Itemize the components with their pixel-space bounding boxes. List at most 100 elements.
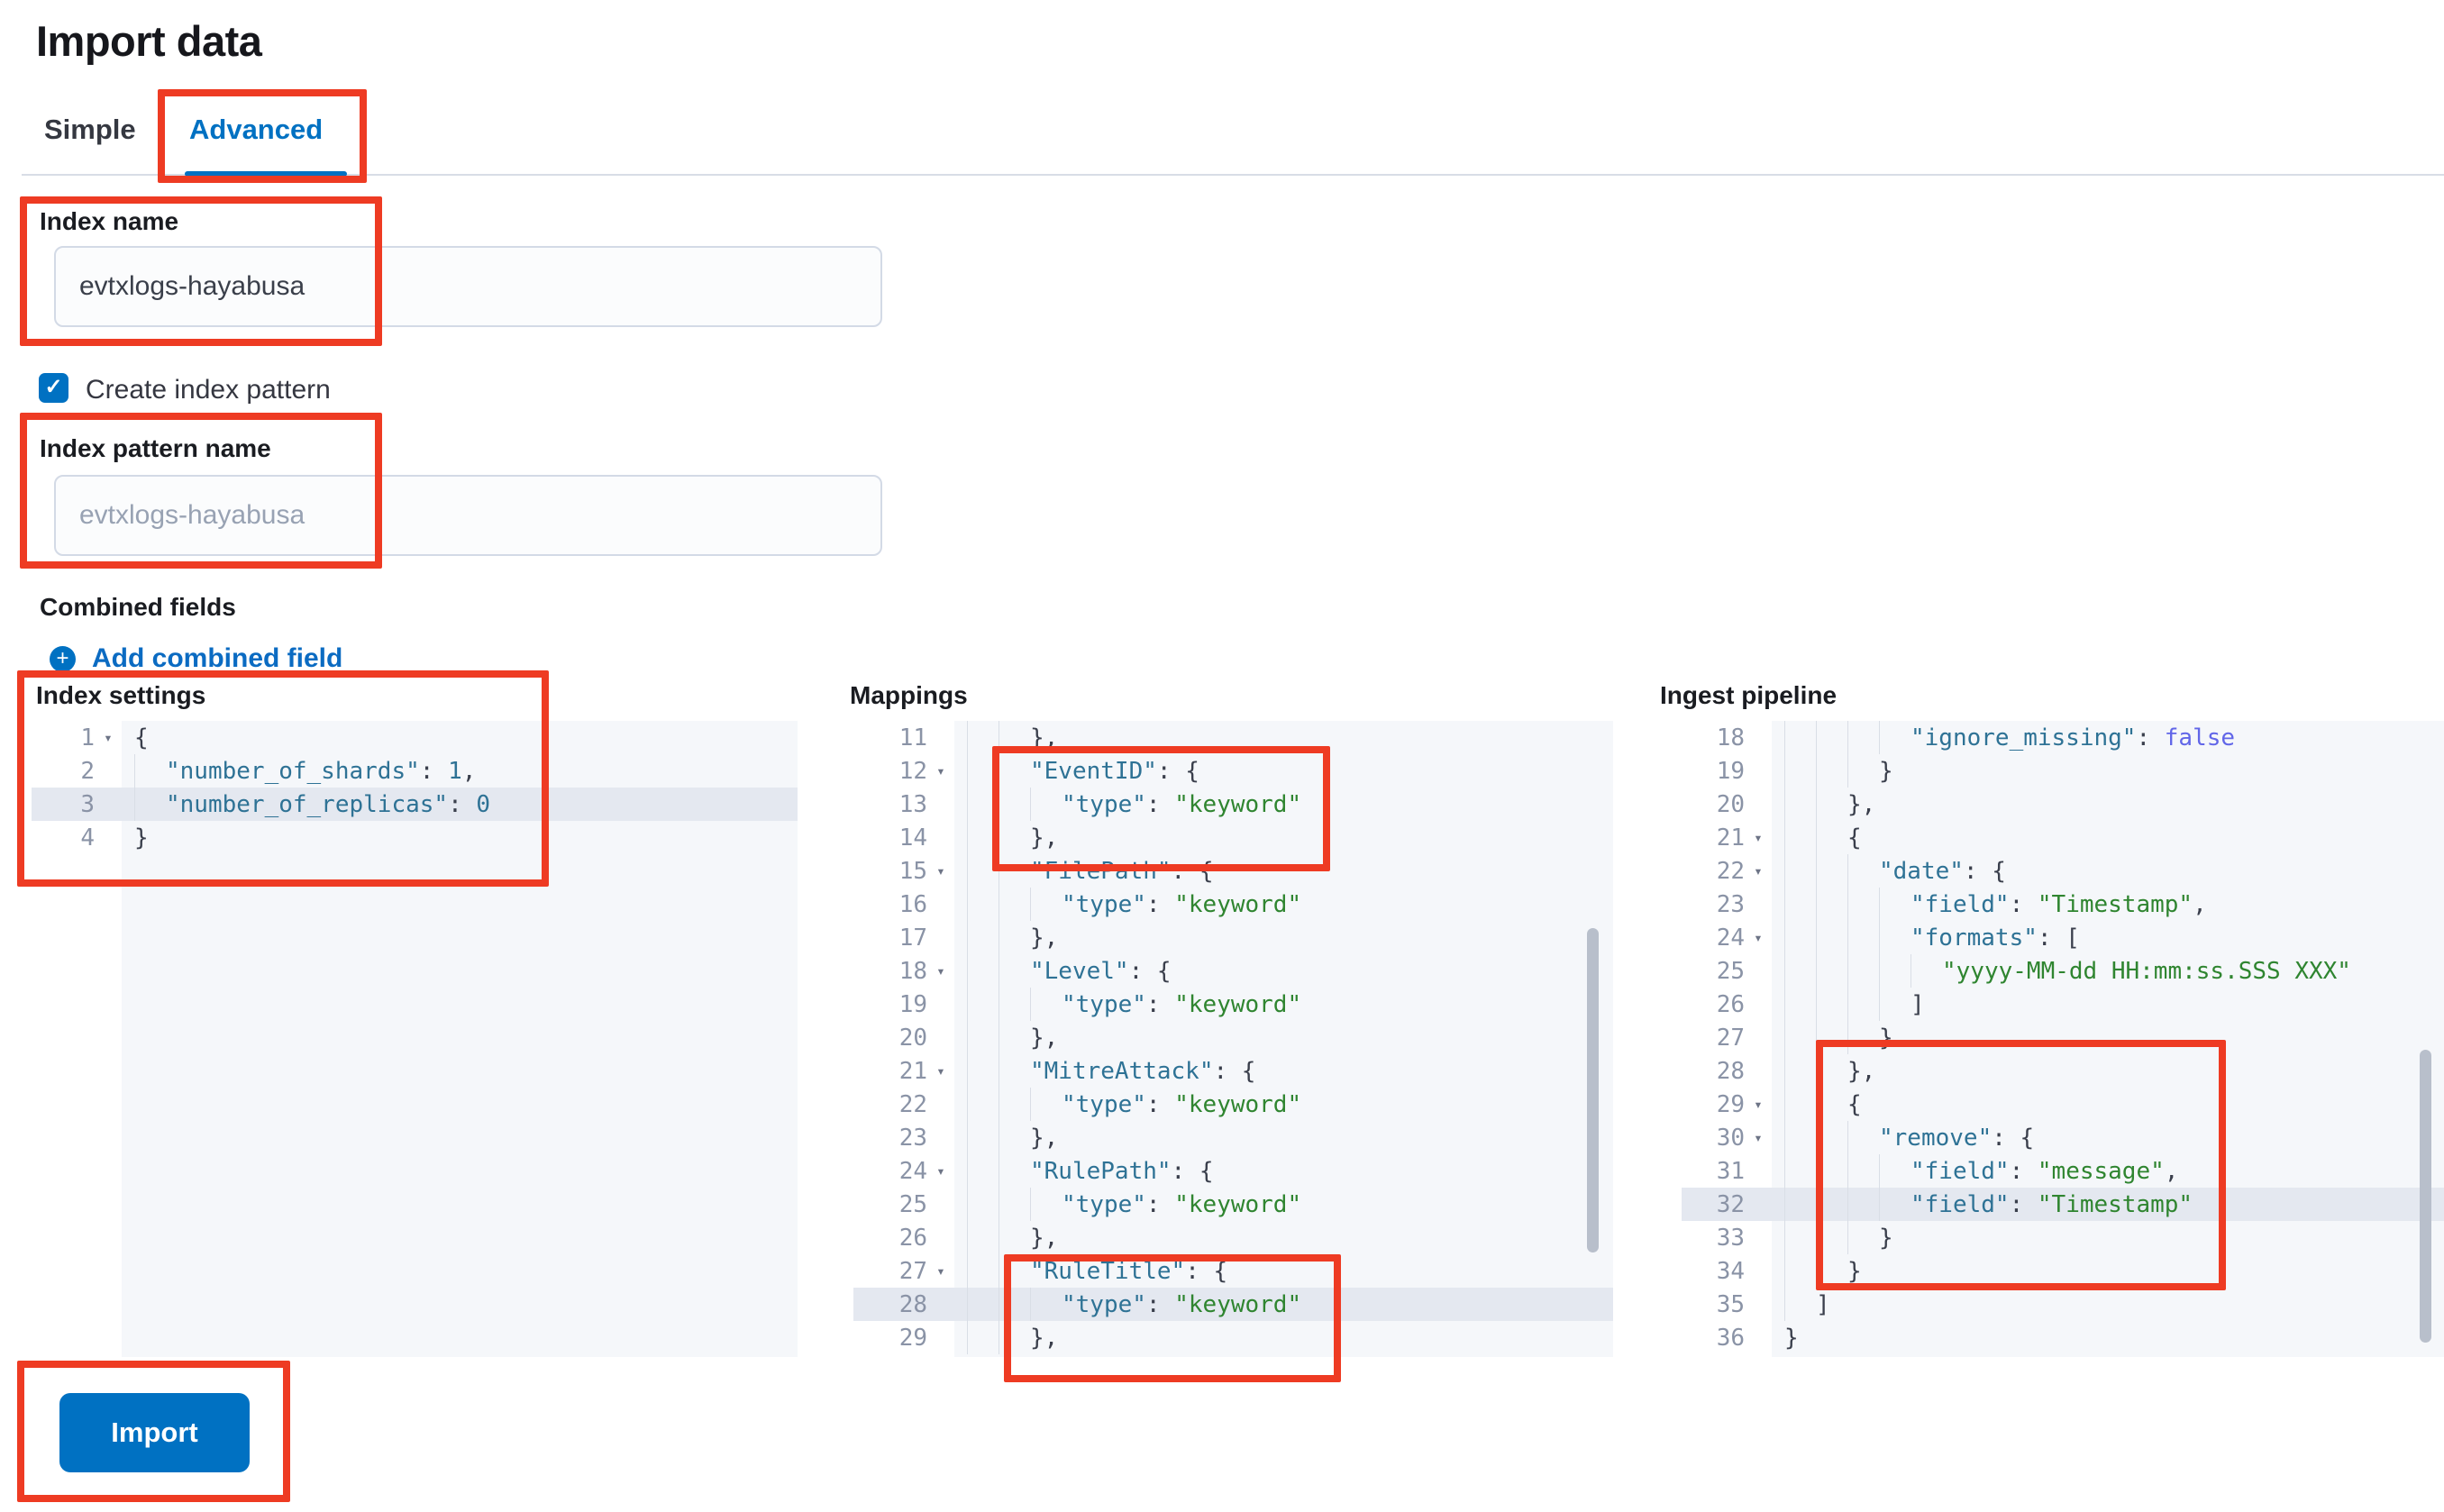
line-number: 33 — [1716, 1224, 1745, 1252]
line-number: 23 — [1716, 890, 1745, 918]
code-text: "EventID": { — [954, 754, 1613, 788]
tab-advanced[interactable]: Advanced — [189, 114, 324, 145]
index-name-label: Index name — [40, 207, 179, 235]
code-editor-index-settings[interactable]: 1▾{2"number_of_shards": 1,3"number_of_re… — [32, 721, 798, 1357]
fold-arrow-icon[interactable]: ▾ — [1754, 829, 1763, 846]
code-text: "remove": { — [1772, 1121, 2444, 1154]
index-name-input[interactable] — [54, 246, 882, 327]
code-line-18: 18"ignore_missing": false — [1682, 721, 2444, 754]
code-line-21: 21▾"MitreAttack": { — [853, 1054, 1613, 1088]
code-text: }, — [954, 1321, 1613, 1354]
line-number: 27 — [898, 1257, 927, 1285]
code-text: "MitreAttack": { — [954, 1054, 1613, 1088]
code-line-25: 25"type": "keyword" — [853, 1188, 1613, 1221]
index-pattern-name-input[interactable] — [54, 475, 882, 556]
code-line-23: 23}, — [853, 1121, 1613, 1154]
code-text: "number_of_replicas": 0 — [122, 788, 798, 821]
code-line-17: 17}, — [853, 921, 1613, 954]
line-number: 35 — [1716, 1290, 1745, 1318]
code-text: "date": { — [1772, 854, 2444, 888]
fold-arrow-icon[interactable]: ▾ — [1754, 1096, 1763, 1113]
code-text: "field": "message", — [1772, 1154, 2444, 1188]
fold-arrow-icon[interactable]: ▾ — [936, 962, 945, 979]
code-text: "type": "keyword" — [954, 788, 1613, 821]
code-text: }, — [954, 721, 1613, 754]
index-settings-label: Index settings — [36, 681, 206, 709]
code-text: "type": "keyword" — [954, 1088, 1613, 1121]
code-line-19: 19} — [1682, 754, 2444, 788]
line-number: 24 — [898, 1157, 927, 1185]
line-number: 34 — [1716, 1257, 1745, 1285]
code-text: }, — [954, 1221, 1613, 1254]
line-number: 36 — [1716, 1324, 1745, 1352]
code-line-14: 14}, — [853, 821, 1613, 854]
scrollbar-thumb[interactable] — [2420, 1050, 2431, 1343]
code-line-31: 31"field": "message", — [1682, 1154, 2444, 1188]
line-number: 12 — [898, 757, 927, 785]
line-number: 18 — [898, 957, 927, 985]
code-text: "field": "Timestamp", — [1772, 888, 2444, 921]
code-line-30: 30▾"remove": { — [1682, 1121, 2444, 1154]
line-number: 2 — [80, 757, 95, 785]
combined-fields-label: Combined fields — [40, 593, 236, 621]
code-text: "type": "keyword" — [954, 888, 1613, 921]
code-text: }, — [1772, 788, 2444, 821]
checkmark-icon: ✓ — [44, 374, 63, 399]
line-number: 29 — [898, 1324, 927, 1352]
fold-arrow-icon[interactable]: ▾ — [1754, 862, 1763, 879]
tab-simple[interactable]: Simple — [44, 114, 136, 145]
ingest-pipeline-label: Ingest pipeline — [1660, 681, 1838, 709]
code-line-21: 21 ▾ { — [1682, 821, 2444, 854]
line-number: 13 — [898, 790, 927, 818]
fold-arrow-icon[interactable]: ▾ — [936, 762, 945, 779]
code-line-11: 11}, — [853, 721, 1613, 754]
line-number: 27 — [1716, 1024, 1745, 1052]
code-line-27: 27} — [1682, 1021, 2444, 1054]
create-index-pattern-label: Create index pattern — [86, 375, 331, 405]
line-number: 17 — [898, 924, 927, 952]
line-number: 20 — [898, 1024, 927, 1052]
fold-arrow-icon[interactable]: ▾ — [936, 1262, 945, 1280]
code-line-24: 24▾"formats": [ — [1682, 921, 2444, 954]
code-text: ] — [1772, 988, 2444, 1021]
line-number: 19 — [898, 990, 927, 1018]
code-line-3: 3"number_of_replicas": 0 — [32, 788, 798, 821]
line-number: 28 — [1716, 1057, 1745, 1085]
code-editor-mappings[interactable]: 11},12▾"EventID": {13"type": "keyword"14… — [853, 721, 1613, 1357]
code-line-28: 28"type": "keyword" — [853, 1288, 1613, 1321]
line-number: 25 — [1716, 957, 1745, 985]
create-index-pattern-checkbox[interactable]: ✓ — [39, 373, 68, 403]
line-number: 22 — [1716, 857, 1745, 885]
code-line-35: 35] — [1682, 1288, 2444, 1321]
fold-arrow-icon[interactable]: ▾ — [936, 1062, 945, 1079]
add-combined-field-button[interactable]: + Add combined field — [50, 643, 342, 674]
line-number: 25 — [898, 1190, 927, 1218]
code-text: "type": "keyword" — [954, 988, 1613, 1021]
code-text: } — [1772, 1021, 2444, 1054]
fold-arrow-icon[interactable]: ▾ — [1754, 1129, 1763, 1146]
line-number: 21 — [1716, 824, 1745, 852]
code-text: "yyyy-MM-dd HH:mm:ss.SSS XXX" — [1772, 954, 2444, 988]
fold-arrow-icon[interactable]: ▾ — [104, 729, 113, 746]
fold-arrow-icon[interactable]: ▾ — [1754, 929, 1763, 946]
code-line-26: 26] — [1682, 988, 2444, 1021]
code-line-33: 33} — [1682, 1221, 2444, 1254]
import-button[interactable]: Import — [59, 1393, 250, 1472]
code-line-36: 36} — [1682, 1321, 2444, 1354]
code-line-29: 29▾{ — [1682, 1088, 2444, 1121]
code-text: { — [1772, 821, 2444, 854]
code-text: "RulePath": { — [954, 1154, 1613, 1188]
code-text: }, — [954, 1021, 1613, 1054]
fold-arrow-icon[interactable]: ▾ — [936, 1162, 945, 1180]
code-line-25: 25 "yyyy-MM-dd HH:mm:ss.SSS XXX" — [1682, 954, 2444, 988]
code-line-29: 29}, — [853, 1321, 1613, 1354]
code-text: "ignore_missing": false — [1772, 721, 2444, 754]
fold-arrow-icon[interactable]: ▾ — [936, 862, 945, 879]
tab-advanced-active-underline — [185, 171, 347, 177]
code-text: { — [134, 724, 149, 751]
code-text: } — [134, 824, 149, 852]
line-number: 16 — [898, 890, 927, 918]
scrollbar-thumb[interactable] — [1587, 928, 1599, 1252]
code-text: "RuleTitle": { — [954, 1254, 1613, 1288]
